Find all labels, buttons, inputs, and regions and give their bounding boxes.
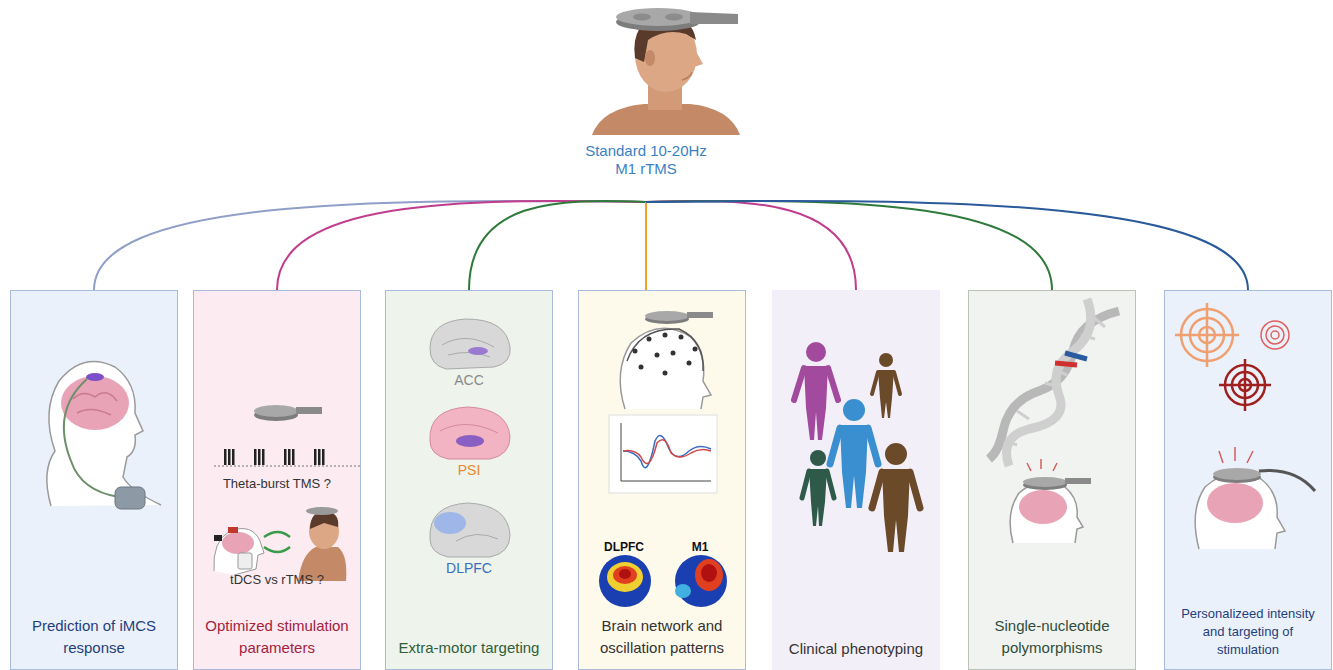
- figure-label: ACC: [454, 372, 484, 389]
- branch-connector: [645, 202, 647, 290]
- figure-label: PSI: [458, 462, 481, 479]
- figure-label: DLPFC: [446, 560, 492, 577]
- figure-label: DLPFC: [604, 540, 644, 554]
- eeg-illustration: [579, 291, 747, 670]
- root-caption: Standard 10-20Hz M1 rTMS: [578, 142, 714, 202]
- dna-illustration: [969, 291, 1137, 670]
- implant-illustration: [11, 291, 179, 670]
- branch-connector: [469, 201, 646, 290]
- branch-connector: [646, 201, 1248, 290]
- brain-targets-illustration: [386, 291, 554, 670]
- topic-panel: Personalizeed intensity and targeting of…: [1164, 290, 1332, 670]
- people-illustration: [772, 290, 940, 670]
- figure-label: M1: [692, 540, 709, 554]
- panel-title: Brain network and oscillation patterns: [579, 615, 745, 669]
- topic-panel: Brain network and oscillation patterns: [578, 290, 746, 670]
- figure-label: tDCS vs rTMS ?: [230, 572, 324, 588]
- panel-title: Optimized stimulation parameters: [194, 615, 360, 669]
- figure-label: Theta-burst TMS ?: [223, 476, 331, 492]
- head-with-coil: [586, 0, 746, 135]
- panel-title: Extra-motor targeting: [393, 637, 546, 669]
- panel-title: Personalizeed intensity and targeting of…: [1165, 605, 1331, 669]
- branch-connector: [277, 201, 646, 290]
- topic-panel: Prediction of iMCS response: [10, 290, 178, 670]
- branch-connector: [646, 201, 1052, 290]
- topic-panel: Extra-motor targeting: [385, 290, 553, 670]
- branch-connector: [94, 201, 646, 290]
- panel-title: Clinical phenotyping: [783, 638, 929, 670]
- panel-title: Single-nucleotide polymorphisms: [969, 615, 1135, 669]
- topic-panel: Single-nucleotide polymorphisms: [968, 290, 1136, 670]
- topic-panel: Clinical phenotyping: [772, 290, 940, 670]
- panel-title: Prediction of iMCS response: [11, 615, 177, 669]
- root-title: Standard 10-20Hz M1 rTMS: [578, 142, 714, 178]
- branch-connector: [646, 201, 856, 290]
